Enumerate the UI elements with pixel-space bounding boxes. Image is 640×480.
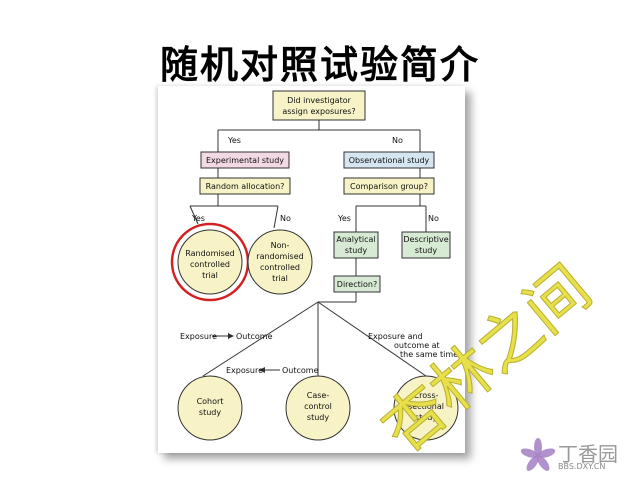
node-observational: Observational study — [343, 151, 435, 169]
node-direction: Direction? — [333, 275, 381, 293]
svg-text:Comparison group?: Comparison group? — [350, 182, 428, 191]
node-question-assign: Did investigator assign exposures? — [272, 90, 366, 121]
node-question-assign-line2: assign exposures? — [282, 107, 355, 116]
svg-text:study: study — [415, 246, 437, 255]
svg-text:trial: trial — [272, 274, 288, 283]
svg-text:trial: trial — [202, 271, 218, 280]
label-exposure: Exposure — [180, 332, 217, 341]
node-case-control-study: Case- control study — [285, 375, 351, 441]
study-design-flowchart: Did investigator assign exposures? Exper… — [170, 90, 459, 441]
svg-text:study: study — [307, 413, 329, 422]
node-randomised-controlled-trial: Randomised controlled trial — [170, 222, 250, 302]
branch-label-yes: Yes — [337, 214, 351, 223]
svg-text:controlled: controlled — [190, 260, 230, 269]
svg-text:control: control — [304, 402, 332, 411]
svg-text:Cohort: Cohort — [197, 397, 224, 406]
svg-text:Descriptive: Descriptive — [403, 235, 448, 244]
label-outcome: Outcome — [282, 366, 319, 375]
label-same-time: Exposure and — [368, 332, 423, 341]
svg-text:study: study — [345, 246, 367, 255]
svg-text:Observational study: Observational study — [349, 156, 430, 165]
node-analytical: Analytical study — [333, 231, 379, 259]
svg-text:Experimental study: Experimental study — [206, 156, 284, 165]
branch-label-no: No — [392, 136, 403, 145]
flowchart-panel: Did investigator assign exposures? Exper… — [158, 86, 465, 453]
svg-text:Non-: Non- — [271, 241, 290, 250]
node-cross-sectional-study: Cross- sectional study — [393, 375, 459, 441]
label-same-time: outcome at — [394, 341, 440, 350]
logo-name: 丁香园 — [558, 442, 618, 466]
branch-label-yes: Yes — [191, 214, 205, 223]
label-outcome: Outcome — [236, 332, 273, 341]
node-cohort-study: Cohort study — [177, 375, 243, 441]
slide-title: 随机对照试验简介 — [159, 42, 480, 87]
flower-icon — [520, 438, 556, 471]
logo-url: BBS.DXY.CN — [558, 462, 606, 471]
svg-text:Random allocation?: Random allocation? — [206, 182, 285, 191]
node-descriptive: Descriptive study — [401, 231, 451, 259]
node-comparison-group: Comparison group? — [343, 177, 435, 195]
svg-text:Cross-: Cross- — [414, 391, 439, 400]
branch-label-yes: Yes — [227, 136, 241, 145]
svg-text:controlled: controlled — [260, 263, 300, 272]
svg-text:Randomised: Randomised — [185, 249, 235, 258]
svg-text:sectional: sectional — [408, 402, 444, 411]
node-experimental: Experimental study — [200, 151, 290, 169]
svg-text:Analytical: Analytical — [336, 235, 375, 244]
site-logo: 丁香园 BBS.DXY.CN — [520, 436, 640, 480]
branch-label-no: No — [428, 214, 439, 223]
label-same-time: the same time — [400, 350, 458, 359]
branch-label-no: No — [280, 214, 291, 223]
svg-text:Case-: Case- — [307, 391, 330, 400]
label-exposure: Exposure — [226, 366, 263, 375]
svg-text:Direction?: Direction? — [337, 280, 377, 289]
svg-text:study: study — [415, 413, 437, 422]
node-question-assign-line1: Did investigator — [287, 96, 351, 105]
svg-text:randomised: randomised — [256, 252, 303, 261]
svg-text:study: study — [199, 408, 221, 417]
flowchart-edges — [189, 120, 427, 377]
node-non-randomised-trial: Non- randomised controlled trial — [247, 229, 313, 295]
node-random-allocation: Random allocation? — [199, 177, 291, 195]
